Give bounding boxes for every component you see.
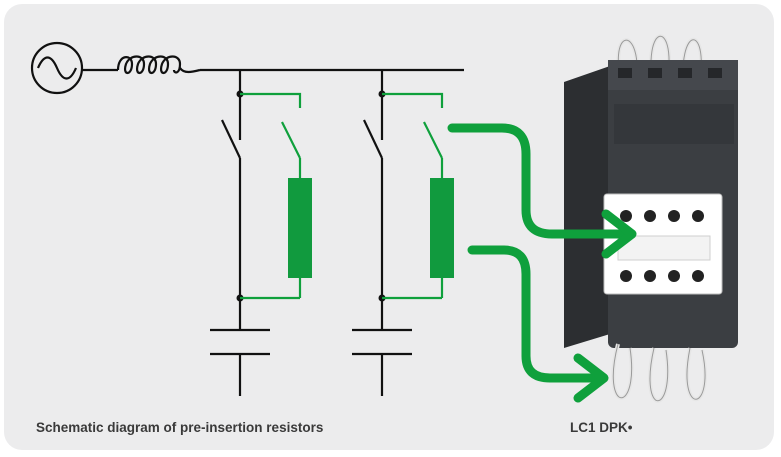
- resistor-icon: [288, 178, 312, 278]
- inductor-icon: [82, 55, 201, 75]
- diagram-panel: Schematic diagram of pre-insertion resis…: [4, 4, 774, 450]
- arrow-icon: [447, 123, 637, 259]
- switch-icon: [423, 121, 443, 159]
- branch-2: [352, 70, 454, 396]
- product-caption: LC1 DPK•: [570, 420, 633, 435]
- contactor-photo: [564, 34, 738, 403]
- resistor-icon: [430, 178, 454, 278]
- arrow-icon: [467, 245, 609, 403]
- capacitor-icon: [352, 328, 412, 396]
- schematic-diagram: [30, 34, 738, 403]
- capacitor-icon: [210, 328, 270, 396]
- ac-source-icon: [30, 41, 84, 95]
- schematic-caption: Schematic diagram of pre-insertion resis…: [36, 420, 324, 435]
- branch-1: [210, 70, 312, 396]
- switch-icon: [281, 121, 301, 159]
